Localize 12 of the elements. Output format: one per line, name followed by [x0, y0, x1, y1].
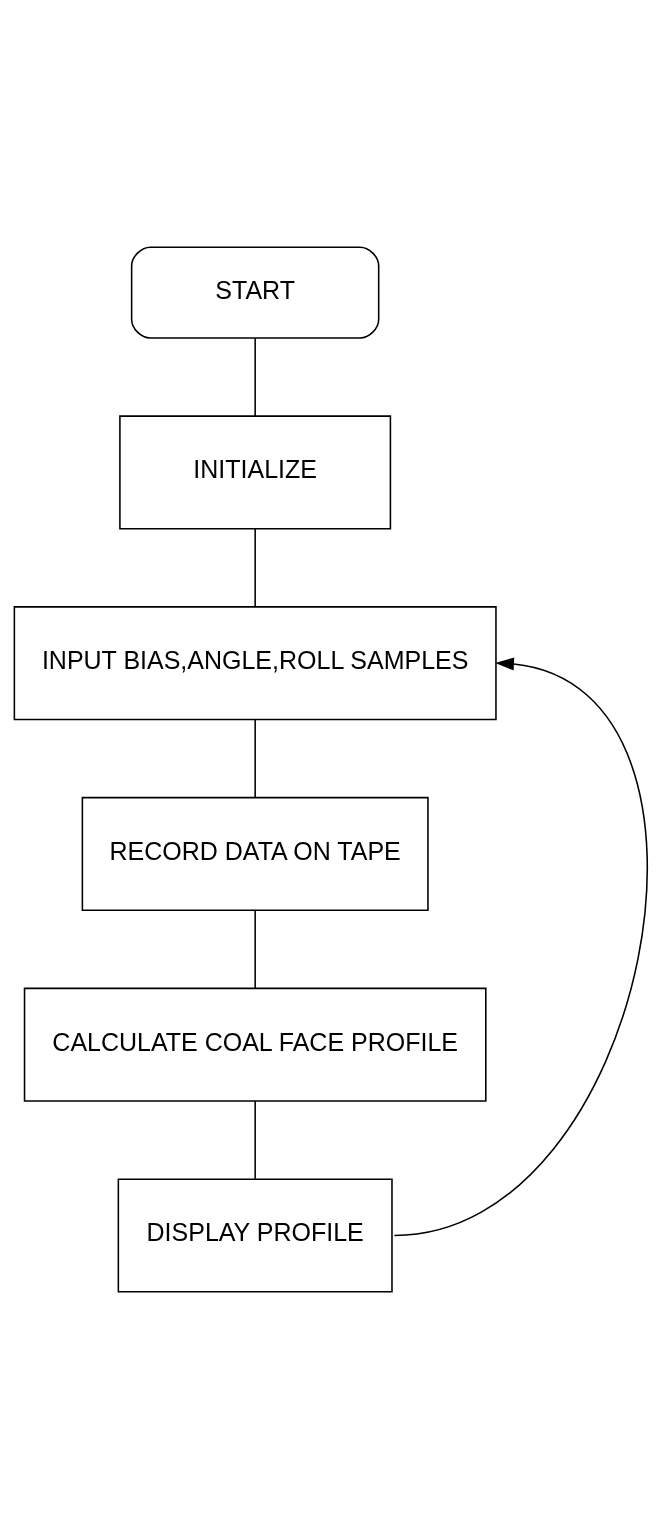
- arrow: [393, 657, 648, 1237]
- connector: [254, 337, 256, 417]
- node-box: INITIALIZE: [119, 415, 392, 530]
- node-box: INPUT BIAS,ANGLE,ROLL SAMPLES: [13, 606, 497, 721]
- connector: [254, 718, 256, 798]
- connector: [254, 1100, 256, 1180]
- connector: [254, 909, 256, 989]
- connector: [254, 527, 256, 608]
- node-box: CALCULATE COAL FACE PROFILE: [23, 987, 487, 1102]
- node-box: DISPLAY PROFILE: [117, 1178, 393, 1293]
- node-box: START: [130, 246, 380, 339]
- node-box: RECORD DATA ON TAPE: [81, 796, 429, 911]
